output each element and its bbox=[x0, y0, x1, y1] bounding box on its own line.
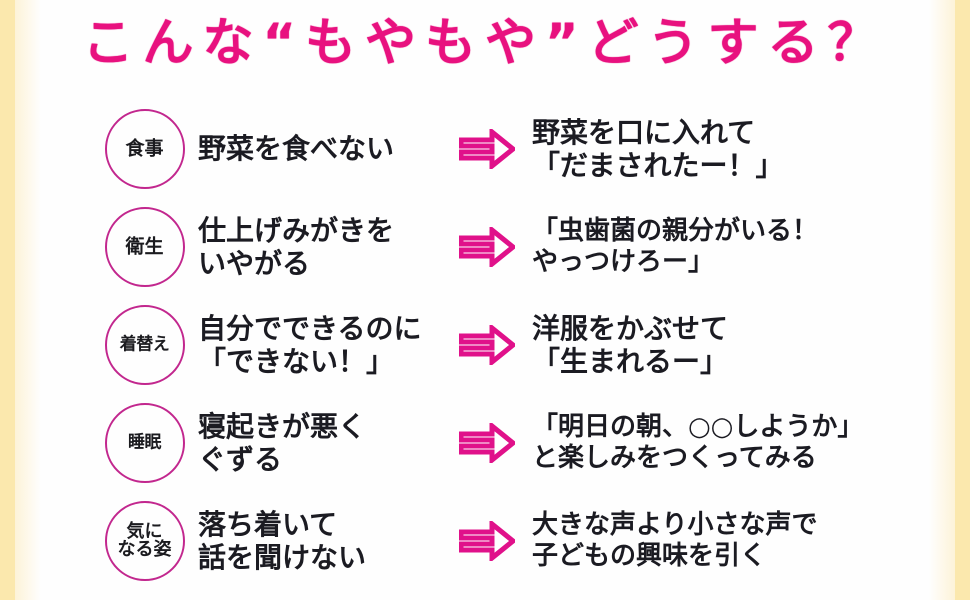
problem-text: 寝起きが悪く ぐずる bbox=[198, 409, 367, 476]
category-badge-dressing: 着替え bbox=[97, 305, 192, 385]
problem-text: 仕上げみがきを いやがる bbox=[198, 213, 395, 280]
double-arrow-right-icon bbox=[448, 521, 526, 561]
list-item: 衛生 仕上げみがきを いやがる 「虫歯菌の親分がいる！ やっつけろー」 bbox=[0, 198, 970, 296]
category-badge-behavior: 気に なる姿 bbox=[97, 501, 192, 581]
badge-circle: 衛生 bbox=[104, 207, 185, 287]
problem-text: 自分でできるのに 「できない！」 bbox=[198, 311, 422, 378]
advice-list: 食事 野菜を食べない 野菜を口に入れて 「だまされたー！」 衛生 仕上げみがきを… bbox=[0, 100, 970, 590]
list-item: 食事 野菜を食べない 野菜を口に入れて 「だまされたー！」 bbox=[0, 100, 970, 198]
list-item: 着替え 自分でできるのに 「できない！」 洋服をかぶせて 「生まれるー」 bbox=[0, 296, 970, 394]
category-badge-food: 食事 bbox=[97, 109, 192, 189]
list-item: 気に なる姿 落ち着いて 話を聞けない 大きな声より小さな声で 子どもの興味を引… bbox=[0, 492, 970, 590]
solution-text: 「虫歯菌の親分がいる！ やっつけろー」 bbox=[532, 216, 819, 277]
problem-text: 野菜を食べない bbox=[198, 132, 395, 166]
solution-text: 「明日の朝、○○しようか」 と楽しみをつくってみる bbox=[532, 412, 864, 473]
category-badge-hygiene: 衛生 bbox=[97, 207, 192, 287]
badge-circle: 睡眠 bbox=[104, 403, 185, 483]
badge-label: 食事 bbox=[125, 137, 164, 160]
page-title: こんな“もやもや”どうする？ bbox=[82, 14, 888, 73]
double-arrow-right-icon bbox=[448, 129, 526, 169]
solution-text: 大きな声より小さな声で 子どもの興味を引く bbox=[532, 510, 818, 571]
badge-circle: 気に なる姿 bbox=[104, 501, 185, 581]
list-item: 睡眠 寝起きが悪く ぐずる 「明日の朝、○○しようか」 と楽しみをつくってみる bbox=[0, 394, 970, 492]
badge-label: 睡眠 bbox=[128, 432, 162, 453]
left-edge-fade bbox=[15, 0, 41, 600]
double-arrow-right-icon bbox=[448, 227, 526, 267]
solution-text: 野菜を口に入れて 「だまされたー！」 bbox=[532, 115, 784, 182]
problem-text: 落ち着いて 話を聞けない bbox=[198, 507, 367, 574]
left-edge-band bbox=[0, 0, 15, 600]
badge-label: 衛生 bbox=[125, 235, 164, 258]
right-edge-band bbox=[955, 0, 970, 600]
category-badge-sleep: 睡眠 bbox=[97, 403, 192, 483]
badge-label: 着替え bbox=[119, 334, 170, 355]
badge-circle: 着替え bbox=[104, 305, 185, 385]
badge-circle: 食事 bbox=[104, 109, 185, 189]
badge-label: 気に なる姿 bbox=[117, 521, 172, 560]
double-arrow-right-icon bbox=[448, 423, 526, 463]
solution-text: 洋服をかぶせて 「生まれるー」 bbox=[532, 311, 729, 378]
double-arrow-right-icon bbox=[448, 325, 526, 365]
right-edge-fade bbox=[929, 0, 955, 600]
